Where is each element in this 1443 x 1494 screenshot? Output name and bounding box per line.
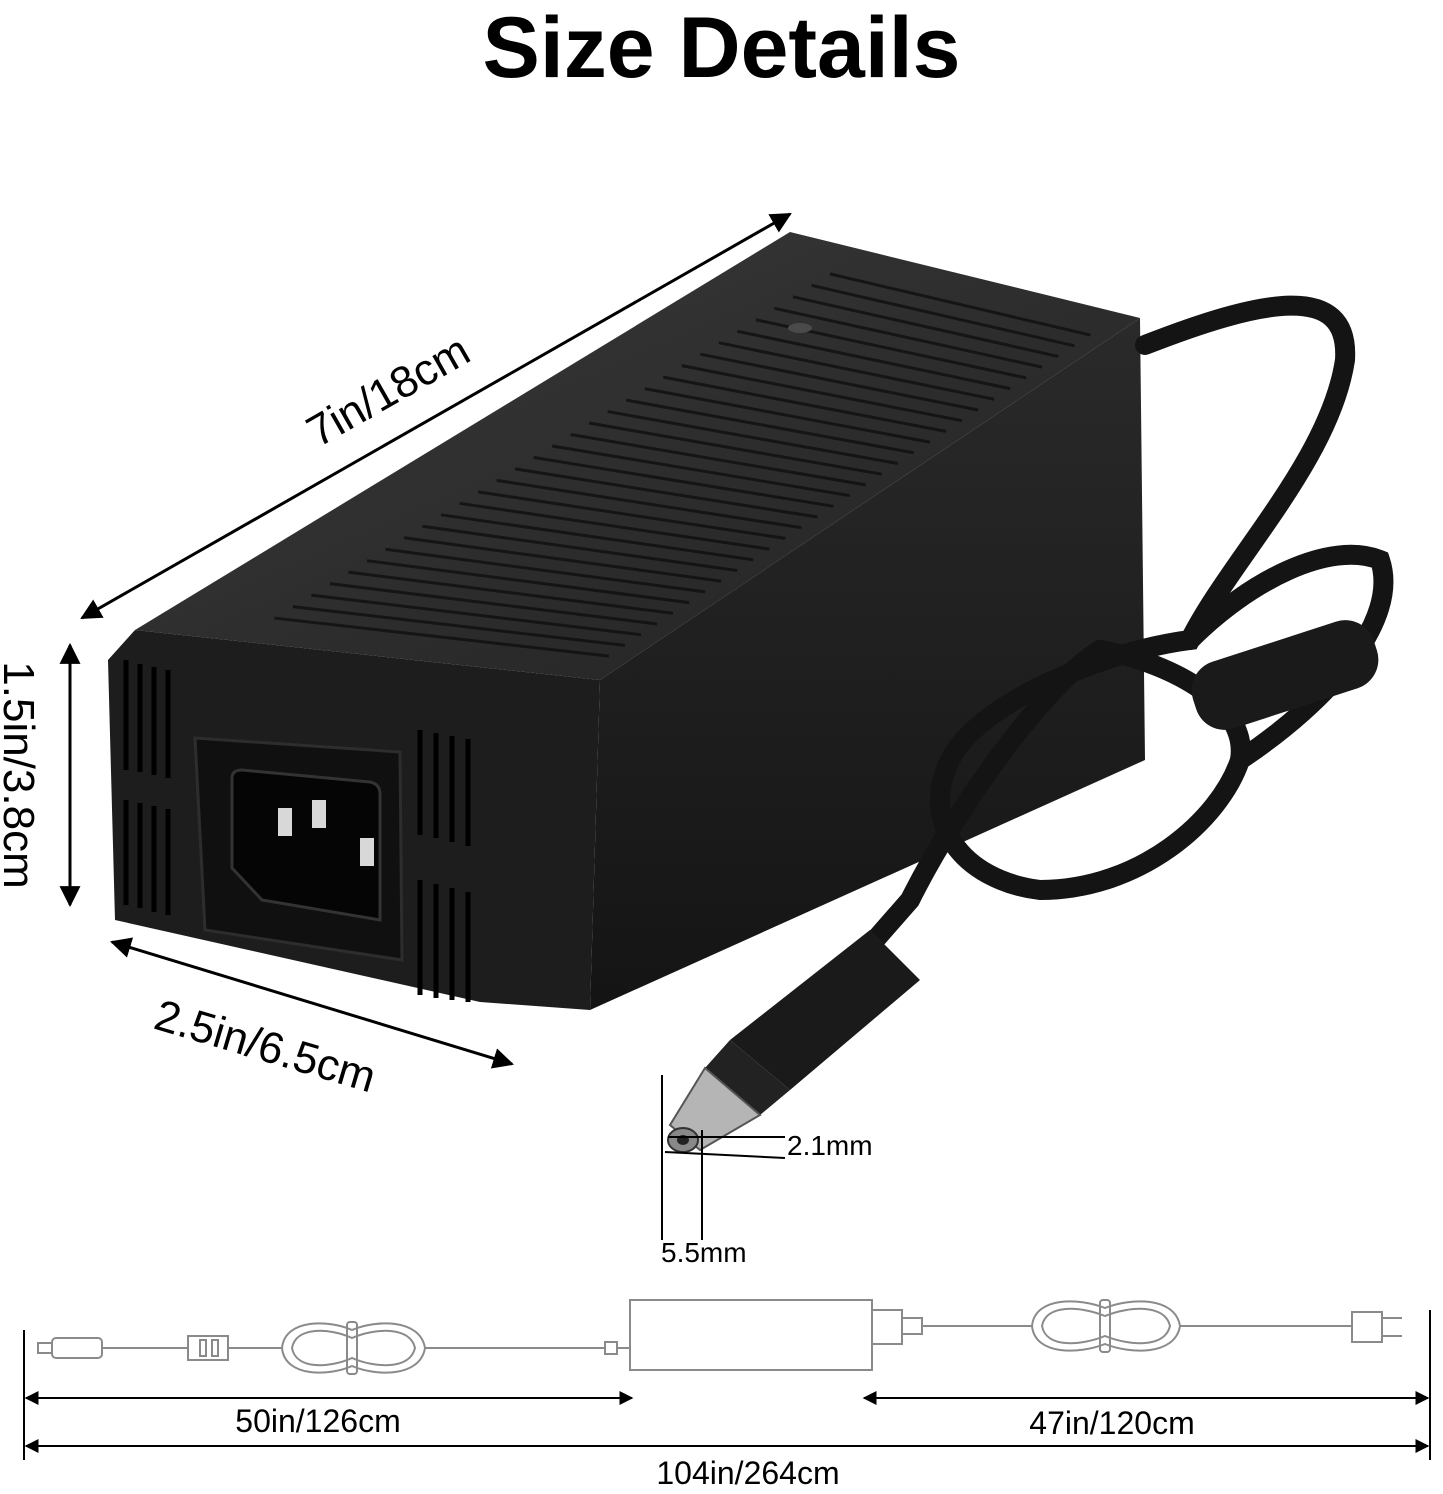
power-adapter-illustration xyxy=(108,232,1394,1153)
iec-pin-center xyxy=(312,800,326,828)
dc-plug-neck xyxy=(705,1040,790,1115)
iec-pin-right xyxy=(360,838,374,866)
dc-plug-body xyxy=(730,930,920,1090)
line-coil-right xyxy=(1030,1300,1182,1352)
cable-layout-drawing xyxy=(37,1299,1402,1375)
plug-diameter-callouts xyxy=(661,1075,786,1240)
width-label: 2.5in/6.5cm xyxy=(149,991,381,1103)
total-length-label: 104in/264cm xyxy=(656,1455,839,1491)
dc-side-length-label: 50in/126cm xyxy=(235,1403,400,1439)
line-inline-connector xyxy=(187,1335,229,1361)
line-adapter-box xyxy=(629,1299,873,1371)
line-ac-plug xyxy=(1351,1311,1383,1343)
length-arrow xyxy=(80,212,792,620)
iec-socket xyxy=(230,768,382,922)
adapter-rib xyxy=(829,272,1091,337)
adapter-rib xyxy=(774,306,1043,369)
adapter-rib xyxy=(792,295,1059,358)
adapter-side-face xyxy=(590,318,1145,1010)
adapter-rib xyxy=(811,283,1075,348)
led-indicator xyxy=(788,323,812,333)
line-dc-plug xyxy=(51,1337,103,1359)
line-coil-left xyxy=(280,1322,427,1374)
line-dc-plug-tip xyxy=(37,1342,53,1354)
adapter-rib xyxy=(274,616,610,658)
length-label: 7in/18cm xyxy=(299,326,478,457)
height-label: 1.5in/3.8cm xyxy=(0,661,43,888)
page-title: Size Details xyxy=(482,0,961,96)
width-arrow xyxy=(109,937,515,1069)
ac-side-length-label: 47in/120cm xyxy=(1029,1405,1194,1441)
dc-cable xyxy=(830,295,1356,990)
ferrite-core xyxy=(1191,620,1379,730)
outer-diameter-label: 5.5mm xyxy=(661,1237,747,1268)
inner-diameter-label: 2.1mm xyxy=(787,1130,873,1161)
dc-plug-barrel xyxy=(668,1066,762,1152)
iec-pin-left xyxy=(278,808,292,836)
